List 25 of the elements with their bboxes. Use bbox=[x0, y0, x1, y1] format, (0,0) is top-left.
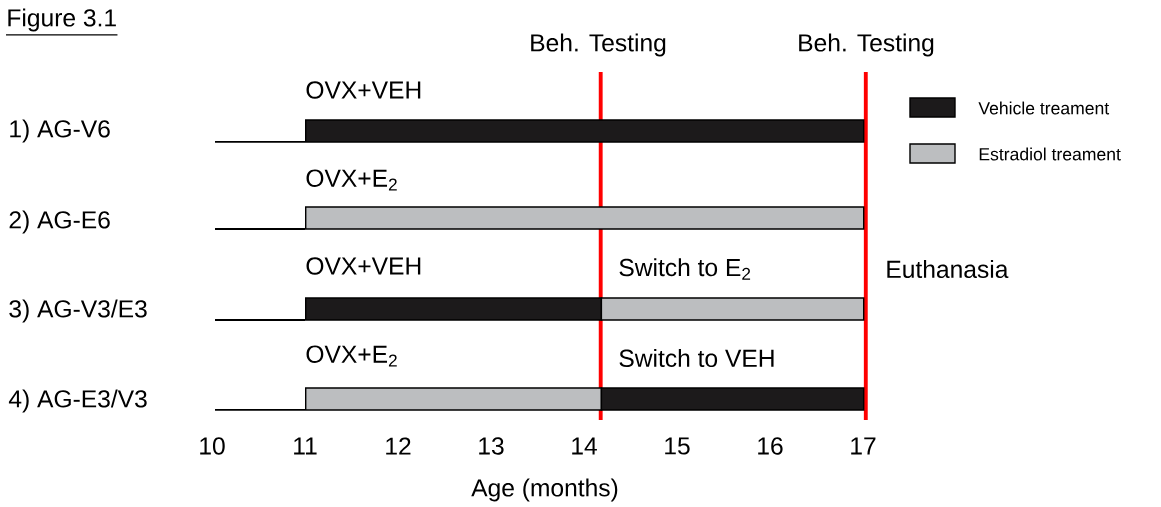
annotation: Euthanasia bbox=[887, 259, 1009, 279]
tick-label: 17 bbox=[851, 437, 876, 455]
row-label: 2) AG-E6 bbox=[9, 210, 110, 234]
bar-label: Switch to VEH bbox=[619, 348, 774, 368]
legend-label: Vehicle treament bbox=[978, 101, 1110, 115]
tick-label: 16 bbox=[758, 437, 783, 455]
row-label: 1) AG-V6 bbox=[10, 119, 110, 143]
bar-label: OVX+VEH bbox=[306, 81, 421, 99]
legend-label: Estradiol treament bbox=[979, 147, 1121, 161]
bar-label: Switch to E$_{2}$ bbox=[619, 258, 751, 280]
row-label: 3) AG-V3/E3 bbox=[9, 299, 147, 323]
bar-label: OVX+VEH bbox=[306, 257, 421, 275]
figure-title: Figure 3.1 bbox=[8, 8, 116, 32]
row-label: 4) AG-E3/V3 bbox=[8, 389, 147, 413]
bar-label: OVX+E$_{2}$ bbox=[306, 345, 397, 367]
tick-label: 14 bbox=[572, 437, 597, 455]
column-heading: Beh. Testing bbox=[799, 33, 934, 57]
column-heading: Beh. Testing bbox=[531, 33, 666, 57]
bar-label: OVX+E$_{2}$ bbox=[306, 169, 397, 191]
tick-label: 15 bbox=[665, 437, 690, 455]
axis-title: Age (months) bbox=[471, 478, 618, 502]
tick-label: 13 bbox=[479, 437, 504, 455]
tick-label: 12 bbox=[386, 437, 411, 455]
tick-label: 10 bbox=[200, 437, 225, 455]
tick-label: 11 bbox=[294, 437, 317, 455]
